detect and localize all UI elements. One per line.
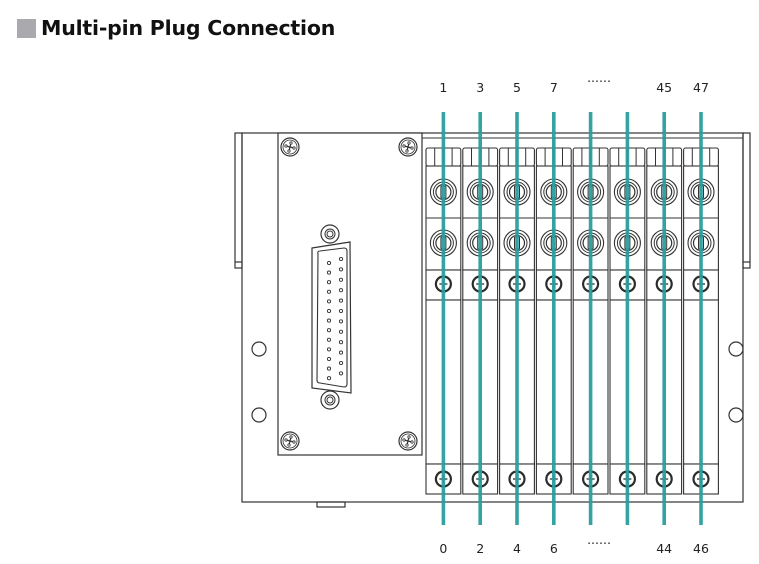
mounting-hole — [251, 341, 267, 357]
connector-pin — [338, 340, 344, 345]
right-rail — [742, 132, 751, 269]
top-pin-label: 1 — [439, 80, 447, 95]
top-pin-label: 45 — [656, 80, 672, 95]
plate-screws — [280, 137, 418, 451]
plate-screw-icon — [398, 137, 418, 157]
connector-pin — [338, 360, 344, 366]
manifold-body — [241, 132, 744, 503]
connector-pin — [338, 298, 344, 303]
connector-screw-bottom — [320, 390, 340, 410]
manifold-frame — [234, 132, 751, 508]
title-marker — [17, 18, 36, 38]
left-rail — [234, 132, 243, 269]
mounting-hole — [728, 407, 744, 423]
bottom-pin-label: 2 — [476, 541, 484, 556]
connector-pin — [338, 319, 344, 324]
wires — [441, 112, 703, 525]
connector-screw-top — [320, 224, 340, 244]
bottom-pin-label: 0 — [439, 541, 447, 556]
valve-modules — [422, 137, 743, 495]
plate-screw-icon — [280, 431, 300, 451]
connector-pin — [326, 299, 332, 304]
bottom-pin-label: 46 — [693, 541, 709, 556]
connector-pin — [338, 350, 344, 355]
connector-pin — [326, 366, 332, 371]
connector-pin — [338, 371, 344, 376]
top-pin-label: 3 — [476, 80, 484, 95]
bottom-pin-label: 44 — [656, 541, 672, 556]
connector-pin — [326, 328, 332, 333]
connector-pin — [326, 337, 332, 342]
connector-pin — [326, 318, 332, 323]
connector-face — [316, 247, 348, 388]
connector-pin — [326, 280, 332, 285]
page-title: Multi-pin Plug Connection — [41, 16, 336, 40]
connector-pin — [338, 308, 344, 314]
connector-pin — [326, 289, 332, 294]
connector-shell — [311, 241, 352, 394]
connector-pin — [326, 376, 332, 381]
top-pin-label: 5 — [513, 80, 521, 95]
connector-pin — [338, 329, 344, 334]
connector-pin — [338, 277, 344, 282]
top-pin-label: 7 — [550, 80, 558, 95]
mounting-hole — [728, 341, 744, 357]
connector-pin — [326, 347, 332, 352]
mounting-hole — [251, 407, 267, 423]
connector-pin — [326, 270, 332, 275]
bottom-pin-label: ...... — [587, 532, 611, 547]
connector-pin — [338, 256, 344, 262]
plate-screw-icon — [280, 137, 300, 157]
connector-pin — [338, 267, 344, 272]
connector-pin — [326, 308, 332, 314]
plate-screw-icon — [398, 431, 418, 451]
db25-connector — [311, 224, 352, 410]
bottom-pin-label: 6 — [550, 541, 558, 556]
section-header: Multi-pin Plug Connection — [17, 16, 335, 40]
connector-pin — [326, 356, 332, 362]
bottom-tab — [316, 501, 346, 508]
connector-pin — [338, 288, 344, 293]
valve-module — [425, 147, 462, 495]
top-pin-label: ...... — [587, 70, 611, 85]
bottom-pin-label: 4 — [513, 541, 521, 556]
top-pin-label: 47 — [693, 80, 709, 95]
connector-pin — [326, 260, 332, 266]
top-pin-labels: 1 3 5 7...... 45 47 — [439, 70, 709, 95]
